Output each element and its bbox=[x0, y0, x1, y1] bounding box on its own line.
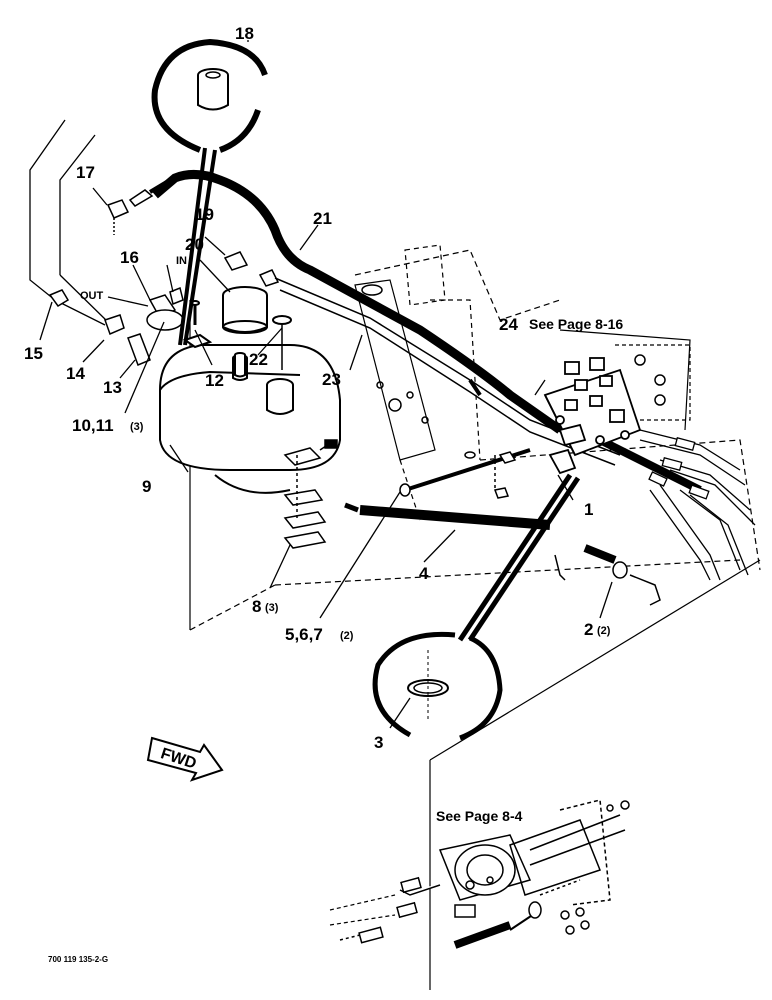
callout-9: 9 bbox=[142, 477, 151, 496]
callout-20: 20 bbox=[185, 235, 204, 254]
callout-15: 15 bbox=[24, 344, 43, 363]
callout-5-6-7: 5,6,7 bbox=[285, 625, 323, 644]
detail-circle-18 bbox=[151, 38, 268, 346]
callout-labels: 18 17 16 19 20 21 22 23 12 13 14 15 10,1… bbox=[24, 24, 623, 964]
tube-lines bbox=[29, 119, 109, 326]
in-label: IN bbox=[176, 255, 187, 267]
callout-14: 14 bbox=[66, 364, 85, 383]
control-valve bbox=[543, 357, 642, 475]
detail-circle-3 bbox=[372, 473, 581, 741]
bolt-5-6-7 bbox=[399, 448, 531, 499]
callout-12: 12 bbox=[205, 371, 224, 390]
callout-17: 17 bbox=[76, 163, 95, 182]
callout-16: 16 bbox=[120, 248, 139, 267]
inset-pump bbox=[339, 799, 630, 944]
callout-4: 4 bbox=[419, 564, 429, 583]
callout-3: 3 bbox=[374, 733, 383, 752]
see-page-8-4-label: See Page 8-4 bbox=[436, 808, 523, 824]
callout-22: 22 bbox=[249, 350, 268, 369]
frame-holes bbox=[361, 284, 666, 424]
valve-hose-fittings bbox=[648, 437, 710, 500]
filter-assembly bbox=[182, 286, 292, 378]
callout-10-11: 10,11 bbox=[72, 416, 114, 435]
hose-21 bbox=[148, 170, 563, 434]
callout-2-qty: (2) bbox=[597, 625, 611, 637]
callout-10-11-qty: (3) bbox=[130, 421, 144, 433]
figure-number: 700 119 135-2-G bbox=[48, 955, 108, 964]
callout-13: 13 bbox=[103, 378, 122, 397]
callout-1: 1 bbox=[584, 500, 593, 519]
callout-19: 19 bbox=[195, 205, 214, 224]
reservoir-tank bbox=[159, 344, 341, 494]
valve-hoses bbox=[639, 429, 756, 581]
callout-5-6-7-qty: (2) bbox=[340, 630, 354, 642]
fittings bbox=[48, 189, 280, 366]
hose-2 bbox=[554, 544, 661, 606]
callout-23: 23 bbox=[322, 370, 341, 389]
fwd-arrow-icon: FWD bbox=[146, 736, 224, 782]
see-page-8-16-label: See Page 8-16 bbox=[529, 316, 623, 332]
mounting-pads bbox=[283, 439, 338, 549]
callout-8-qty: (3) bbox=[265, 602, 279, 614]
callout-2: 2 bbox=[584, 620, 593, 639]
inset-hose bbox=[329, 894, 512, 949]
hose-4 bbox=[344, 502, 551, 530]
out-label: OUT bbox=[80, 290, 104, 302]
callout-21: 21 bbox=[313, 209, 332, 228]
callout-24: 24 bbox=[499, 315, 518, 334]
callout-18: 18 bbox=[235, 24, 254, 43]
callout-8: 8 bbox=[252, 597, 261, 616]
leader-lines bbox=[39, 40, 613, 729]
